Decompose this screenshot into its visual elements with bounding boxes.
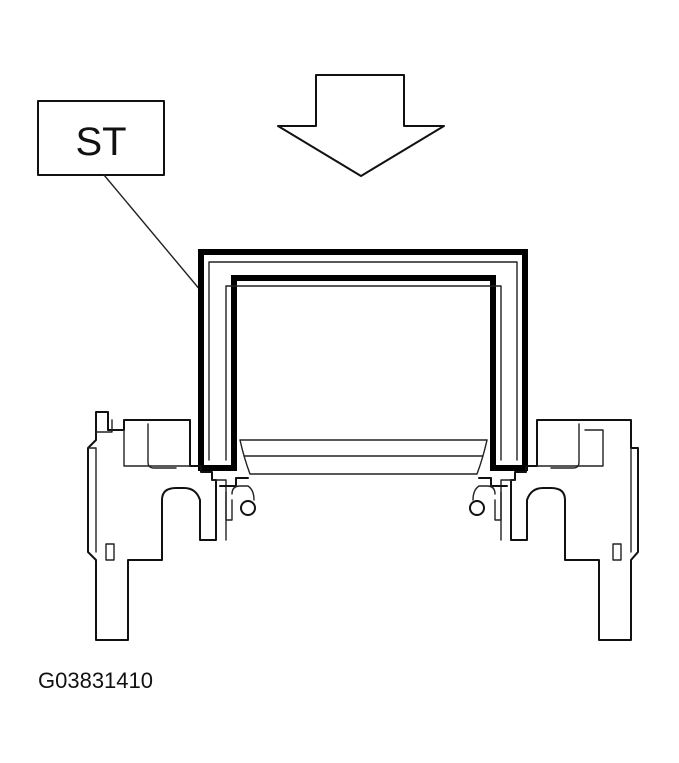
special-service-tool	[198, 249, 528, 471]
tool-leader-line	[103, 174, 202, 292]
left-snap-ring	[219, 477, 256, 521]
left-housing	[87, 411, 227, 641]
tool-label-box	[37, 100, 165, 176]
oil-seal	[239, 439, 488, 475]
tool-label: ST	[75, 120, 126, 164]
figure-code: G03831410	[38, 668, 153, 693]
press-direction-arrow	[277, 74, 445, 177]
right-housing	[500, 419, 639, 641]
right-snap-ring	[469, 477, 508, 521]
